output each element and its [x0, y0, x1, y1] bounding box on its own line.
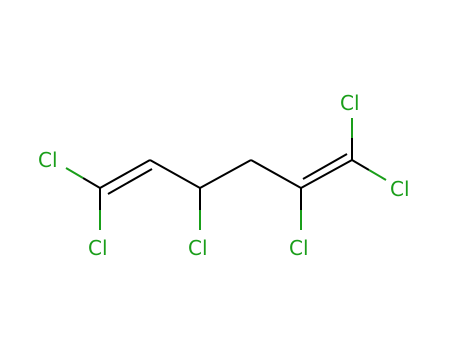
bond-c1-c2-double	[107, 168, 153, 195]
atom-cl-upper-left: Cl	[38, 148, 58, 172]
bond-c6-cl6-cl	[368, 169, 387, 181]
atom-cl-center: Cl	[188, 236, 208, 260]
atom-cl-far-right: Cl	[390, 177, 410, 201]
bond-c1-cl1-cl	[65, 167, 84, 179]
atom-cl-lower-right: Cl	[289, 236, 309, 260]
bond-c1-cl1-c	[82, 177, 101, 189]
bond-c6-cl6-c	[351, 159, 370, 171]
atom-cl-top-right: Cl	[340, 91, 360, 115]
bond-c1-c2	[99, 159, 151, 189]
bond-c5-c6-double	[302, 153, 348, 180]
atom-cl-lower-left: Cl	[88, 236, 108, 260]
bond-c2-c3	[149, 159, 201, 189]
bond-c4-c5	[250, 159, 302, 189]
bond-c5-c6	[300, 159, 353, 189]
bond-c3-c4	[199, 159, 252, 189]
